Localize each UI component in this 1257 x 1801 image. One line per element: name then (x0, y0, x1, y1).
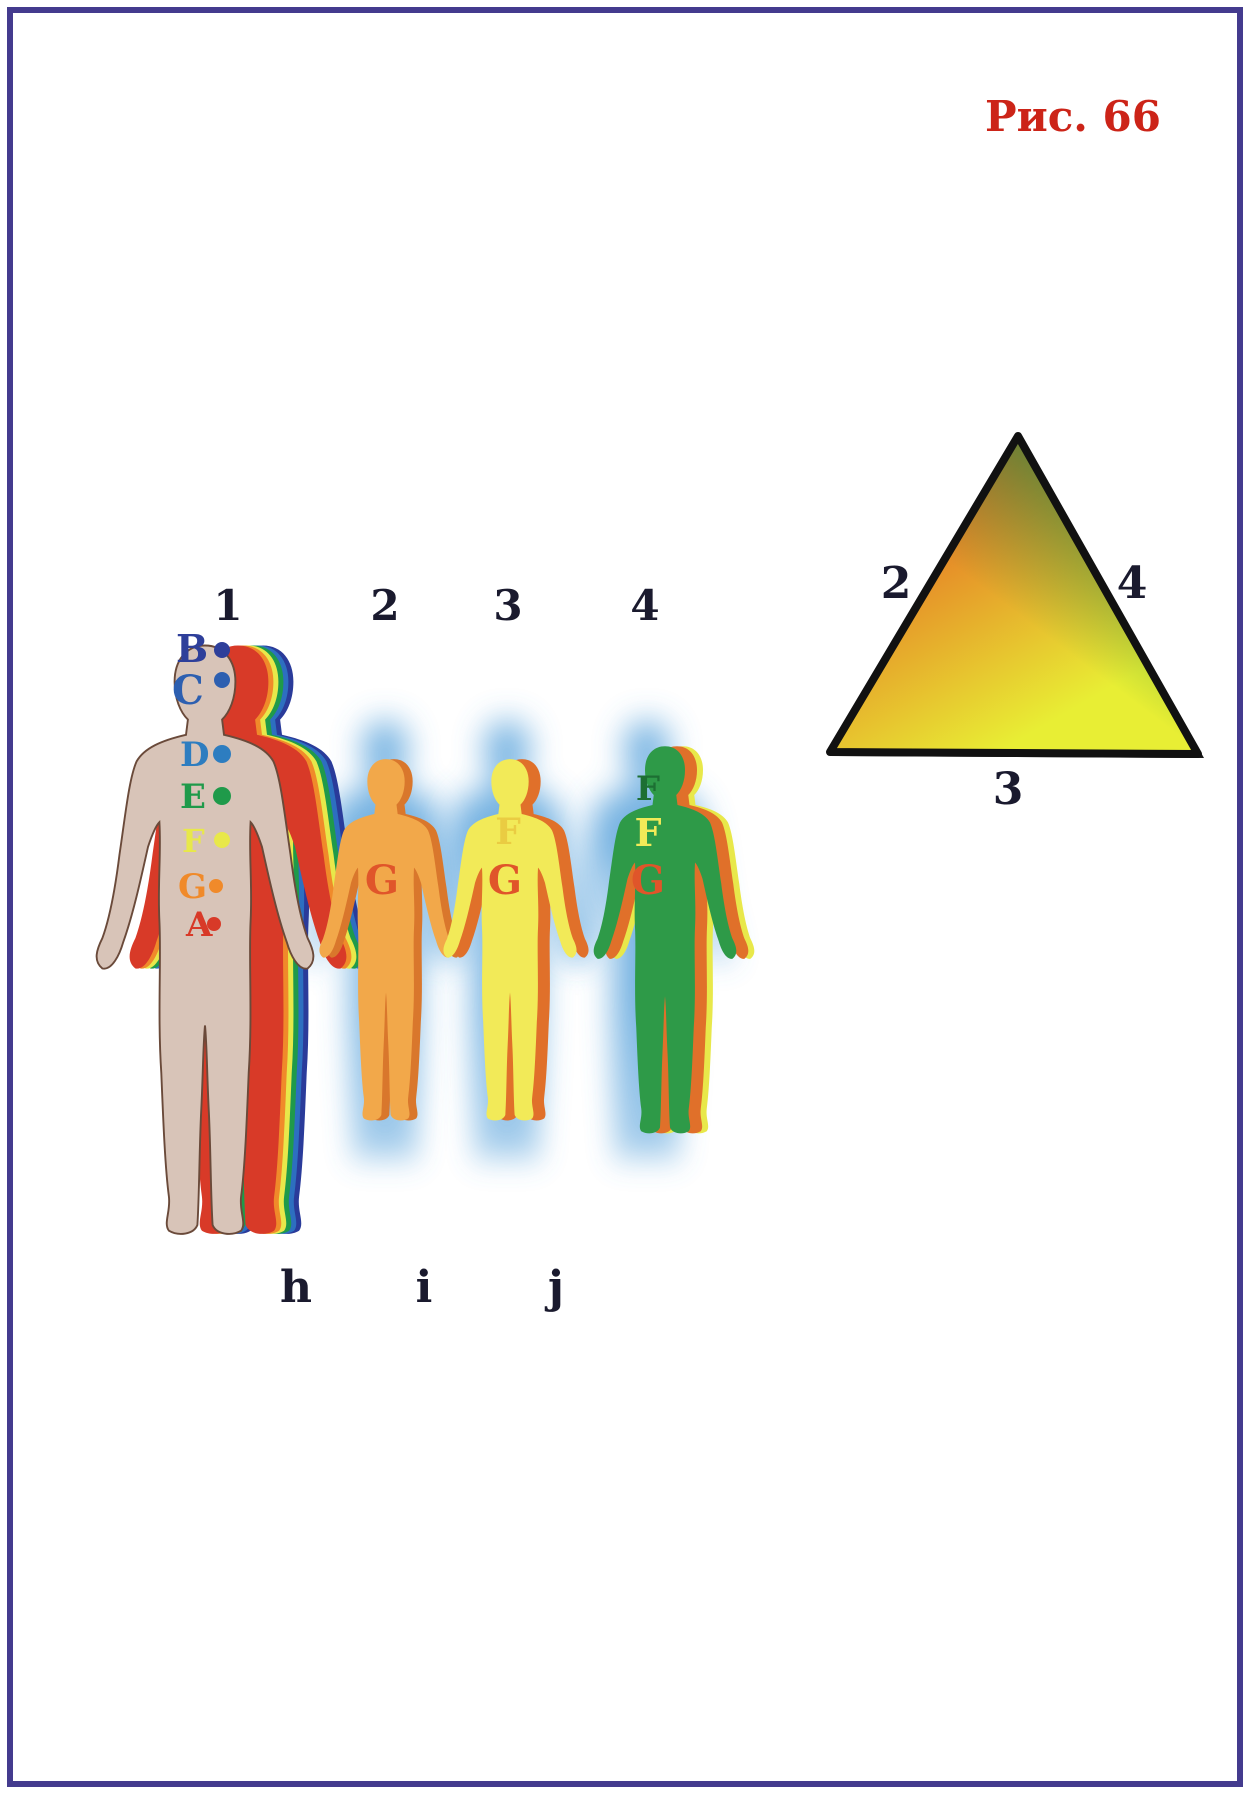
figure-4-letter-upper: F (636, 769, 660, 809)
chakra-letter-f: F (182, 822, 205, 860)
chakra-letter-a: A (185, 905, 213, 945)
figure-number-2: 2 (370, 581, 399, 630)
chakra-dot-d (213, 745, 231, 763)
figure-3-letter-f: F (495, 811, 521, 853)
chakra-letter-d: D (180, 735, 209, 775)
figure-3-letter-g: G (488, 857, 522, 904)
figure-number-1: 1 (213, 581, 242, 630)
chakra-dot-g (209, 879, 223, 893)
bottom-label-i: i (416, 1262, 433, 1313)
triangle-label-bottom: 3 (993, 764, 1024, 815)
figure-2-letter-g: G (365, 857, 399, 904)
figure-4-letter-f: F (635, 810, 662, 855)
chakra-dot-b (214, 642, 230, 658)
chakra-letter-e: E (180, 777, 206, 817)
figure-number-3: 3 (493, 581, 522, 630)
chakra-letter-g: G (178, 867, 207, 907)
triangle-label-right: 4 (1117, 558, 1148, 609)
chakra-dot-e (213, 787, 231, 805)
chakra-letter-c: C (172, 667, 204, 714)
chakra-dot-c (214, 672, 230, 688)
chakra-letter-b: B (176, 626, 208, 671)
triangle-label-left: 2 (881, 558, 912, 609)
bottom-label-h: h (280, 1262, 312, 1313)
figure-number-4: 4 (630, 581, 659, 630)
chakra-dot-f (214, 832, 230, 848)
figure-4-letter-g: G (631, 857, 665, 904)
bottom-label-j: j (544, 1262, 564, 1313)
